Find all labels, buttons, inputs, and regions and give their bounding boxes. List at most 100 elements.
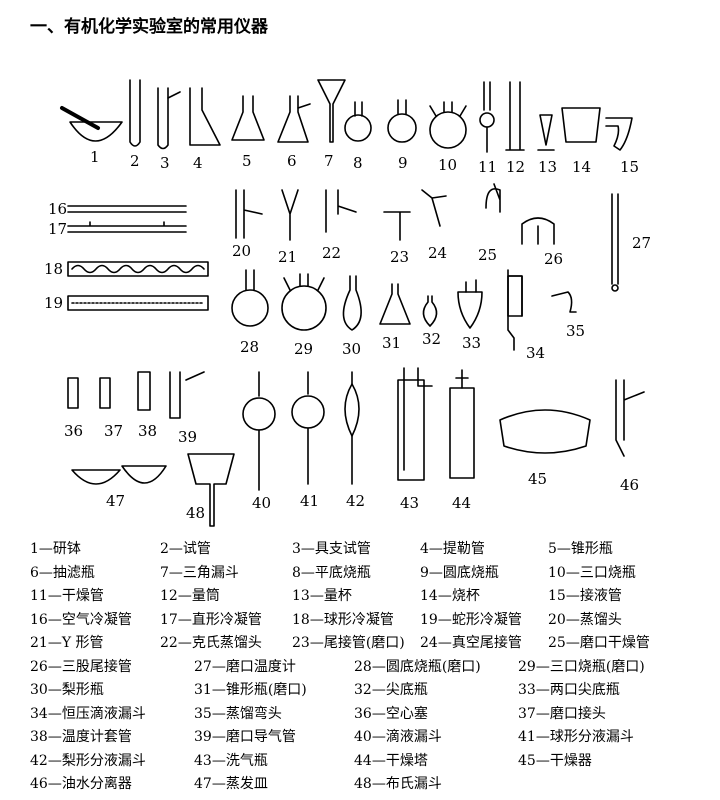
desiccator-icon	[499, 409, 591, 454]
distillation-head-icon	[235, 189, 263, 239]
legend-item: 37—磨口接头	[518, 705, 606, 722]
figure-number: 34	[526, 344, 545, 362]
thiele-tube-icon	[189, 87, 221, 146]
legend-item: 22—克氏蒸馏头	[160, 635, 262, 651]
ground-joint-adapter-icon	[99, 377, 111, 409]
page-title: 一、有机化学实验室的常用仪器	[30, 17, 268, 37]
figure-number: 37	[104, 422, 123, 440]
legend-item: 4—提勒管	[420, 541, 485, 557]
y-tube-icon	[281, 189, 299, 241]
vacuum-tail-adapter-icon	[421, 189, 447, 227]
figure-number: 33	[462, 334, 481, 352]
figure-number: 27	[632, 234, 651, 252]
figure-number: 28	[240, 338, 259, 356]
dropping-funnel-icon	[242, 371, 276, 491]
figure-number: 42	[346, 492, 365, 510]
figure-number: 7	[324, 152, 334, 170]
legend-item: 31—锥形瓶(磨口)	[194, 682, 307, 698]
legend-item: 3—具支试管	[292, 541, 371, 557]
legend-item: 35—蒸馏弯头	[194, 705, 282, 722]
legend-item: 27—磨口温度计	[194, 658, 296, 675]
gas-washing-bottle-icon	[397, 367, 433, 481]
ground-round-flask-icon	[231, 269, 269, 327]
mortar-and-pestle-icon	[60, 106, 123, 142]
legend-row: 16—空气冷凝管 17—直形冷凝管 18—球形冷凝管 19—蛇形冷凝管 20—蒸…	[30, 609, 710, 633]
figure-number: 36	[64, 422, 83, 440]
legend-item: 34—恒压滴液漏斗	[30, 705, 146, 722]
air-condenser-icon	[67, 205, 187, 213]
figure-number: 46	[620, 476, 639, 494]
legend-item: 11—干燥管	[30, 588, 104, 604]
legend-item: 15—接液管	[548, 588, 622, 604]
figure-number: 41	[300, 492, 319, 510]
legend-item: 25—磨口干燥管	[548, 635, 650, 651]
legend-item: 23—尾接管(磨口)	[292, 635, 405, 651]
figure-number: 47	[106, 492, 125, 510]
legend-item: 48—布氏漏斗	[354, 776, 442, 792]
measuring-cup-icon	[537, 114, 555, 151]
buchner-funnel-icon	[187, 453, 235, 527]
distillation-bend-icon	[551, 291, 577, 313]
pointed-flask-icon	[422, 295, 438, 327]
figure-number: 45	[528, 470, 547, 488]
funnel-icon	[317, 79, 346, 143]
legend-item: 19—蛇形冷凝管	[420, 611, 522, 628]
pressure-equalizing-funnel-icon	[507, 269, 523, 351]
figure-number: 48	[186, 504, 205, 522]
filter-flask-icon	[277, 95, 311, 143]
figure-number: 13	[538, 158, 557, 176]
receiver-adapter-icon	[605, 117, 633, 151]
figure-number: 1	[90, 148, 100, 166]
figure-number: 15	[620, 158, 639, 176]
apparatus-figure: 1 2 3 4 5 6 7 8 9 10 11 12 13 14 15 16 1…	[44, 79, 651, 527]
evaporating-dish-icon	[71, 465, 167, 485]
figure-number: 24	[428, 244, 447, 262]
figure-number: 26	[544, 250, 563, 268]
legend-item: 40—滴液漏斗	[354, 729, 442, 745]
graduated-cylinder-icon	[505, 81, 525, 151]
legend-item: 12—量筒	[160, 588, 220, 604]
ground-thermometer-icon	[611, 193, 619, 292]
legend-row: 1—研钵 2—试管 3—具支试管 4—提勒管 5—锥形瓶	[30, 538, 710, 562]
legend-item: 16—空气冷凝管	[30, 611, 132, 628]
figure-number: 31	[382, 334, 401, 352]
thermometer-adapter-icon	[137, 371, 151, 411]
oil-water-separator-icon	[615, 379, 645, 457]
pear-separatory-funnel-icon	[344, 371, 360, 485]
legend-item: 5—锥形瓶	[548, 541, 613, 557]
legend-item: 10—三口烧瓶	[548, 564, 636, 581]
figure-number: 10	[438, 156, 457, 174]
item-numbers: 1 2 3 4 5 6 7 8 9 10 11 12 13 14 15 16 1…	[44, 148, 651, 522]
legend-item: 2—试管	[160, 541, 211, 557]
legend-item: 46—油水分离器	[30, 776, 132, 792]
flat-bottom-flask-icon	[344, 101, 372, 142]
pear-flask-icon	[342, 275, 362, 331]
bulb-condenser-icon	[67, 261, 209, 277]
two-neck-pointed-flask-icon	[457, 279, 483, 329]
legend-row: 26—三股尾接管 27—磨口温度计 28—圆底烧瓶(磨口) 29—三口烧瓶(磨口…	[30, 656, 710, 680]
legend-item: 18—球形冷凝管	[292, 611, 394, 628]
legend-item: 47—蒸发皿	[194, 776, 268, 792]
ground-gas-tube-icon	[169, 371, 205, 419]
figure-number: 6	[287, 152, 297, 170]
ground-erlenmeyer-icon	[379, 283, 411, 325]
figure-number: 23	[390, 248, 409, 266]
figure-number: 35	[566, 322, 585, 340]
claisen-head-icon	[325, 189, 357, 233]
legend-row: 42—梨形分液漏斗 43—洗气瓶 44—干燥塔 45—干燥器	[30, 750, 710, 774]
figure-number: 17	[48, 220, 67, 238]
legend-row: 30—梨形瓶 31—锥形瓶(磨口) 32—尖底瓶 33—两口尖底瓶	[30, 679, 710, 703]
figure-number: 5	[242, 152, 252, 170]
figure-number: 32	[422, 330, 441, 348]
legend-row: 11—干燥管 12—量筒 13—量杯 14—烧杯 15—接液管	[30, 585, 710, 609]
legend-item: 39—磨口导气管	[194, 729, 296, 745]
legend-item: 43—洗气瓶	[194, 752, 268, 769]
straight-condenser-icon	[67, 221, 187, 233]
figure-number: 14	[572, 158, 591, 176]
legend-item: 24—真空尾接管	[420, 635, 522, 651]
legend-item: 21—Y 形管	[30, 635, 104, 651]
legend-item: 33—两口尖底瓶	[518, 682, 620, 698]
legend-row: 46—油水分离器 47—蒸发皿 48—布氏漏斗	[30, 773, 710, 797]
beaker-icon	[561, 107, 601, 143]
coil-condenser-icon	[67, 295, 209, 311]
